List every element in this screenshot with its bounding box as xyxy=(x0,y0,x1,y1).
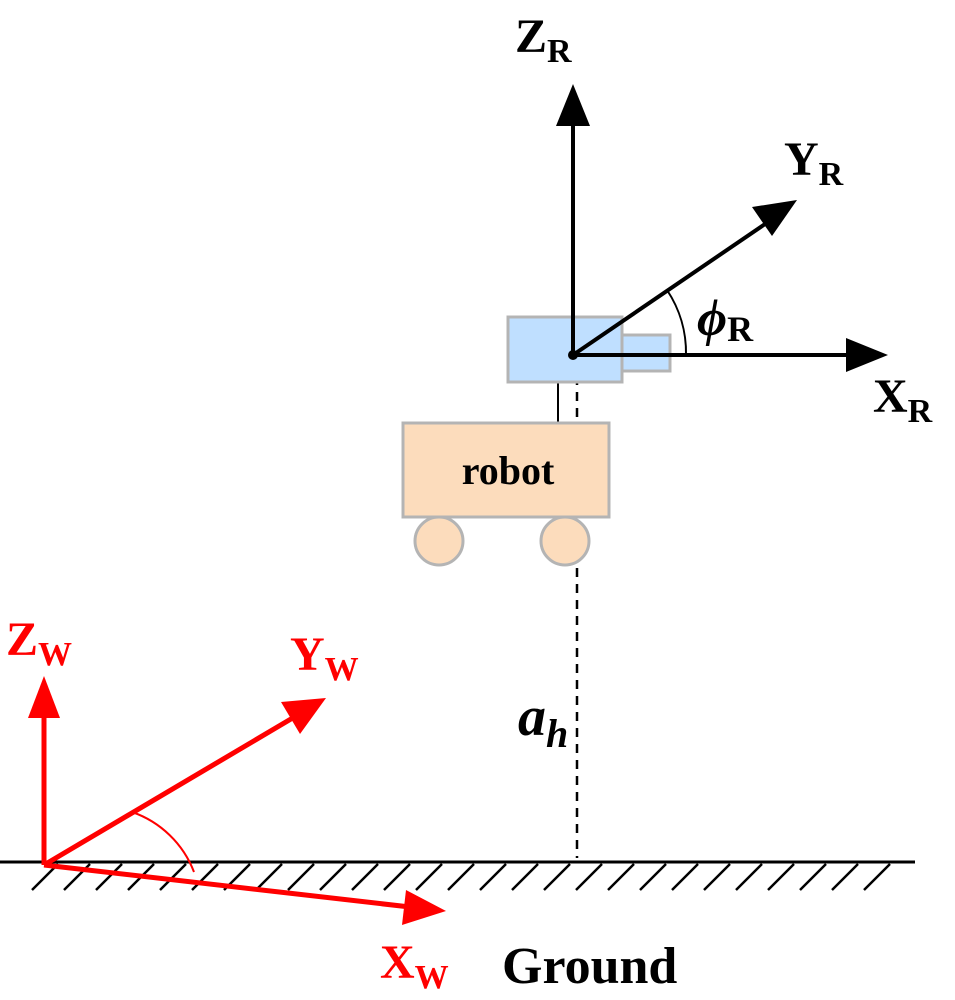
ground-hatch-mark xyxy=(351,863,379,891)
ground-label: Ground xyxy=(502,938,677,995)
robot-y-label: YR xyxy=(784,133,844,193)
ground-hatch-mark xyxy=(447,863,475,891)
ground-hatch-mark xyxy=(831,863,859,891)
robot-z-label: ZR xyxy=(515,10,572,70)
ground-hatch-mark xyxy=(671,863,699,891)
ground-hatch-mark xyxy=(319,863,347,891)
ground-hatch-mark xyxy=(767,863,795,891)
ground-hatch-mark xyxy=(863,863,891,891)
ground-hatch-mark xyxy=(383,863,411,891)
ground-hatch-mark xyxy=(575,863,603,891)
ground-hatch-mark xyxy=(287,863,315,891)
ground-hatch-mark xyxy=(95,863,123,891)
world-angle-arc xyxy=(131,811,195,873)
robot-wheel-left xyxy=(413,515,465,567)
height-label: ah xyxy=(518,686,568,756)
robot-label: robot xyxy=(462,448,555,493)
robot-frame: ZR YR XR ϕR xyxy=(515,10,933,430)
ground-hatch-mark xyxy=(415,863,443,891)
camera xyxy=(506,315,672,384)
robot-y-arrowhead xyxy=(752,200,797,236)
world-frame: ZW YW XW xyxy=(6,613,449,996)
ground-hatch-mark xyxy=(511,863,539,891)
robot: robot xyxy=(401,382,611,567)
ground-hatch-mark xyxy=(639,863,667,891)
robot-x-arrowhead xyxy=(846,338,888,372)
ground-hatch-mark xyxy=(191,863,219,891)
ground-hatching xyxy=(31,863,891,891)
world-y-axis xyxy=(42,713,298,868)
robot-x-label: XR xyxy=(873,370,933,430)
ground-hatch-mark xyxy=(255,863,283,891)
robot-origin xyxy=(568,350,578,360)
world-z-label: ZW xyxy=(6,613,72,673)
ground-hatch-mark xyxy=(607,863,635,891)
world-z-arrowhead xyxy=(28,676,60,718)
robot-angle-arc xyxy=(666,289,688,356)
world-y-label: YW xyxy=(290,628,359,688)
robot-body xyxy=(401,421,611,519)
robot-z-arrowhead xyxy=(556,84,590,126)
ground-hatch-mark xyxy=(735,863,763,891)
ground-hatch-mark xyxy=(703,863,731,891)
world-y-arrowhead xyxy=(281,698,326,734)
ground-hatch-mark xyxy=(543,863,571,891)
robot-y-axis xyxy=(571,220,770,357)
robot-wheel-right xyxy=(539,515,591,567)
world-x-label: XW xyxy=(380,936,449,996)
world-x-arrowhead xyxy=(402,890,446,925)
ground-hatch-mark xyxy=(799,863,827,891)
robot-angle-label: ϕR xyxy=(697,290,754,349)
ground xyxy=(0,860,915,891)
camera-body xyxy=(506,315,624,384)
ground-hatch-mark xyxy=(159,863,187,891)
ground-hatch-mark xyxy=(479,863,507,891)
world-x-axis xyxy=(43,862,411,910)
